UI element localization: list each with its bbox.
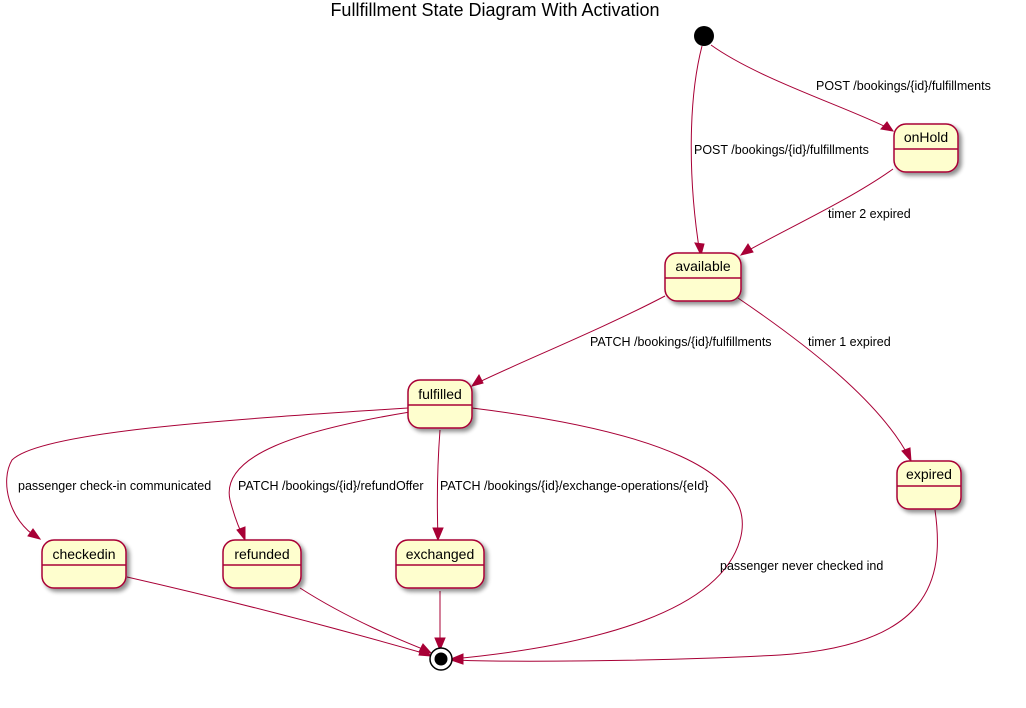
state-label: expired [906, 466, 952, 482]
transition-fulfilled-to-refunded: PATCH /bookings/{id}/refundOffer [228, 411, 424, 542]
state-available: available [664, 252, 742, 302]
state-label: onHold [904, 129, 948, 145]
transition-onhold-to-available: timer 2 expired [739, 168, 911, 256]
transition-checkedin-to-end [126, 576, 433, 657]
transition-fulfilled-to-end: passenger never checked ind [449, 407, 883, 664]
transition-exchanged-to-end [434, 591, 446, 652]
transition-available-to-fulfilled: PATCH /bookings/{id}/fulfillments [470, 295, 772, 387]
transition-available-to-expired: timer 1 expired [734, 295, 912, 463]
state-label: fulfilled [418, 386, 462, 402]
transition-label: PATCH /bookings/{id}/exchange-operations… [440, 479, 708, 493]
transition-label: passenger check-in communicated [18, 479, 211, 493]
state-fulfilled: fulfilled [407, 379, 473, 429]
transition-label: PATCH /bookings/{id}/fulfillments [590, 335, 772, 349]
state-refunded: refunded [222, 539, 302, 589]
initial-state-node [694, 26, 714, 46]
transition-fulfilled-to-exchanged: PATCH /bookings/{id}/exchange-operations… [432, 429, 708, 542]
state-expired: expired [896, 460, 962, 510]
transition-refunded-to-end [299, 587, 433, 654]
final-state-node [429, 647, 453, 671]
transition-label: passenger never checked ind [720, 559, 883, 573]
transition-fulfilled-to-checkedin: passenger check-in communicated [6, 407, 409, 540]
state-onhold: onHold [893, 123, 959, 173]
diagram-title: Fullfillment State Diagram With Activati… [330, 0, 659, 20]
transition-label: POST /bookings/{id}/fulfillments [816, 79, 991, 93]
state-checkedin: checkedin [41, 539, 127, 589]
state-label: exchanged [406, 546, 475, 562]
transition-label: POST /bookings/{id}/fulfillments [694, 143, 869, 157]
state-label: checkedin [52, 546, 115, 562]
state-exchanged: exchanged [395, 539, 485, 589]
state-label: available [675, 258, 730, 274]
state-label: refunded [234, 546, 289, 562]
transition-start-to-onhold: POST /bookings/{id}/fulfillments [710, 44, 991, 132]
transition-start-to-available: POST /bookings/{id}/fulfillments [690, 45, 869, 257]
transition-expired-to-end [449, 509, 938, 665]
transition-label: PATCH /bookings/{id}/refundOffer [238, 479, 424, 493]
transition-label: timer 2 expired [828, 207, 911, 221]
transition-label: timer 1 expired [808, 335, 891, 349]
